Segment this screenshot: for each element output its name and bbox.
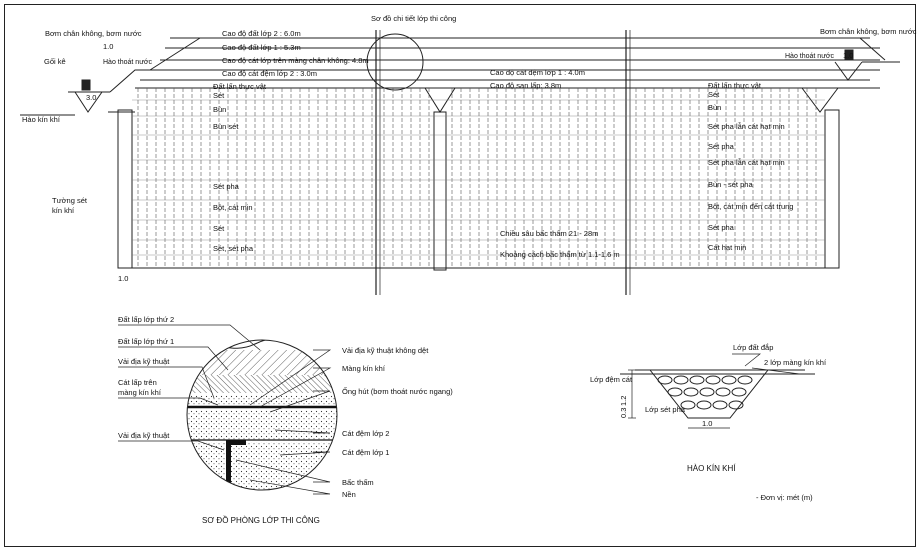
wall-left xyxy=(117,109,133,269)
trench-label: Hào kín khí xyxy=(22,115,61,124)
trench-oval xyxy=(712,400,728,410)
ld-left-3: Vải địa kỹ thuật xyxy=(118,357,170,366)
elev-label-2: Cao độ đất lớp 1 : 5.3m xyxy=(222,43,301,52)
trench-oval xyxy=(737,375,753,385)
trench-label-sand: Lớp đệm cát xyxy=(590,375,633,384)
unit-note: - Đơn vị: mét (m) xyxy=(756,493,813,502)
wall-label-line1: Tường sét xyxy=(52,196,88,205)
soil-right-7: Bùn - sét pha xyxy=(708,180,753,189)
ld-right-4: Cát đệm lớp 2 xyxy=(342,429,389,438)
soil-column-left: Đất lấn thực vật Sét Bùn Bùn sét Sét pha… xyxy=(213,82,267,253)
elev-label-5: Cao độ cát đệm lớp 1 : 4.0m xyxy=(490,68,585,77)
trench-oval xyxy=(673,375,689,385)
ld-right-7: Nền xyxy=(342,490,356,499)
trench-diagram: Lớp đất đắp 2 lớp màng kín khí Lớp đệm c… xyxy=(590,343,827,473)
wall-right xyxy=(824,109,840,269)
wall-label-line2: kín khí xyxy=(52,206,75,215)
soil-right-2: Sét xyxy=(708,90,720,99)
soil-left-8: Sét, sét pha xyxy=(213,244,254,253)
drain-left-label: Hào thoát nước xyxy=(103,59,152,66)
trench-oval xyxy=(667,387,683,397)
ld-right-5: Cát đệm lớp 1 xyxy=(342,448,389,457)
ld-left-2: Đất lấp lớp thứ 1 xyxy=(118,337,174,346)
soil-right-5: Sét pha xyxy=(708,142,735,151)
trench-dim-v2: 0.3 xyxy=(619,408,628,418)
ld-left-4b: màng kín khí xyxy=(118,388,162,397)
cross-section xyxy=(20,30,900,295)
soil-column-right: Đất lấn thực vật Sét Bùn Sét pha lẫn cát… xyxy=(708,81,793,252)
trench-label-fill: Lớp đất đắp xyxy=(733,343,773,352)
pump-right xyxy=(844,49,854,61)
drawing-frame xyxy=(4,4,916,547)
pump-right-label: Bơm chân không, bơm nước xyxy=(820,27,917,36)
dim-10-left: 1.0 xyxy=(103,42,113,51)
ld-right-2: Màng kín khí xyxy=(342,364,386,373)
soil-left-4: Bùn sét xyxy=(213,122,239,131)
soil-right-4: Sét pha lẫn cát hạt mịn xyxy=(708,122,785,131)
wall-middle xyxy=(433,111,447,271)
pump-left-label: Bơm chân không, bơm nước xyxy=(45,29,142,38)
layer-detail-diagram: Đất lấp lớp thứ 2 Đất lấp lớp thứ 1 Vải … xyxy=(118,315,453,525)
ld-left-1: Đất lấp lớp thứ 2 xyxy=(118,315,174,324)
dim-10-right: 1.0 xyxy=(843,51,853,60)
soil-layer-separators xyxy=(132,99,825,256)
trench-oval xyxy=(728,400,744,410)
dim-30: 3.0 xyxy=(86,93,96,102)
elev-label-1: Cao độ đất lớp 2 : 6.0m xyxy=(222,29,301,38)
trench-oval xyxy=(715,387,731,397)
berm-label: Gối kê xyxy=(44,57,66,66)
trench-oval xyxy=(696,400,712,410)
soil-left-5: Sét pha xyxy=(213,182,240,191)
vertical-drains xyxy=(137,88,817,268)
soil-right-8: Bột, cát mịn đến cát trung xyxy=(708,202,793,211)
drain-trench-left xyxy=(74,91,103,113)
trench-title: HÀO KÍN KHÍ xyxy=(687,464,736,473)
detail-circle xyxy=(366,33,424,91)
trench-label-clay: Lớp sét pha xyxy=(645,405,686,414)
trench-oval xyxy=(731,387,747,397)
elev-label-3: Cao độ cát lớp trên màng chân không: 4.8… xyxy=(222,56,369,65)
drain-spacing-note: Khoảng cách bấc thấm từ 1.1-1.6 m xyxy=(500,250,620,259)
trench-oval xyxy=(721,375,737,385)
trench-oval xyxy=(657,375,673,385)
layer-diagram-title: SƠ ĐỒ PHÒNG LỚP THI CÔNG xyxy=(202,515,320,525)
ld-left-5: Vải địa kỹ thuật xyxy=(118,431,170,440)
soil-left-3: Bùn xyxy=(213,105,226,114)
dim-bottom: 1.0 xyxy=(118,274,128,283)
trench-dim-v: 1.2 xyxy=(619,396,628,406)
soil-right-9: Sét pha xyxy=(708,223,735,232)
trench-oval xyxy=(705,375,721,385)
elev-label-6: Cao độ san lấp: 3.8m xyxy=(490,81,561,90)
soil-left-1: Đất lấn thực vật xyxy=(213,82,267,91)
ld-right-6: Bấc thấm xyxy=(342,478,374,487)
soil-left-2: Sét xyxy=(213,91,225,100)
trench-oval xyxy=(699,387,715,397)
ld-right-1: Vải địa kỹ thuật không dệt xyxy=(342,346,429,355)
soil-right-1: Đất lấn thực vật xyxy=(708,81,762,90)
elev-label-4: Cao độ cát đệm lớp 2 : 3.0m xyxy=(222,69,317,78)
trench-ovals xyxy=(657,375,753,410)
drain-depth-note: Chiều sâu bấc thấm 21 - 28m xyxy=(500,229,598,238)
pump-left xyxy=(81,79,91,91)
ld-right-3: Ống hút (bơm thoát nước ngang) xyxy=(342,386,453,396)
trench-oval xyxy=(689,375,705,385)
soil-left-7: Sét xyxy=(213,224,225,233)
soil-right-3: Bùn xyxy=(708,103,721,112)
trench-oval xyxy=(683,387,699,397)
soil-right-10: Cát hạt mịn xyxy=(708,243,746,252)
detail-title: Sơ đồ chi tiết lớp thi công xyxy=(371,14,456,23)
trench-dim-h: 1.0 xyxy=(702,419,712,428)
trench-oval xyxy=(680,400,696,410)
soil-left-6: Bột, cát mịn xyxy=(213,203,253,212)
ld-left-4a: Cát lấp trên xyxy=(118,378,157,387)
drain-right-label: Hào thoát nước xyxy=(785,53,834,60)
soil-right-6: Sét pha lẫn cát hạt mịn xyxy=(708,158,785,167)
trench-label-membrane: 2 lớp màng kín khí xyxy=(764,358,827,367)
